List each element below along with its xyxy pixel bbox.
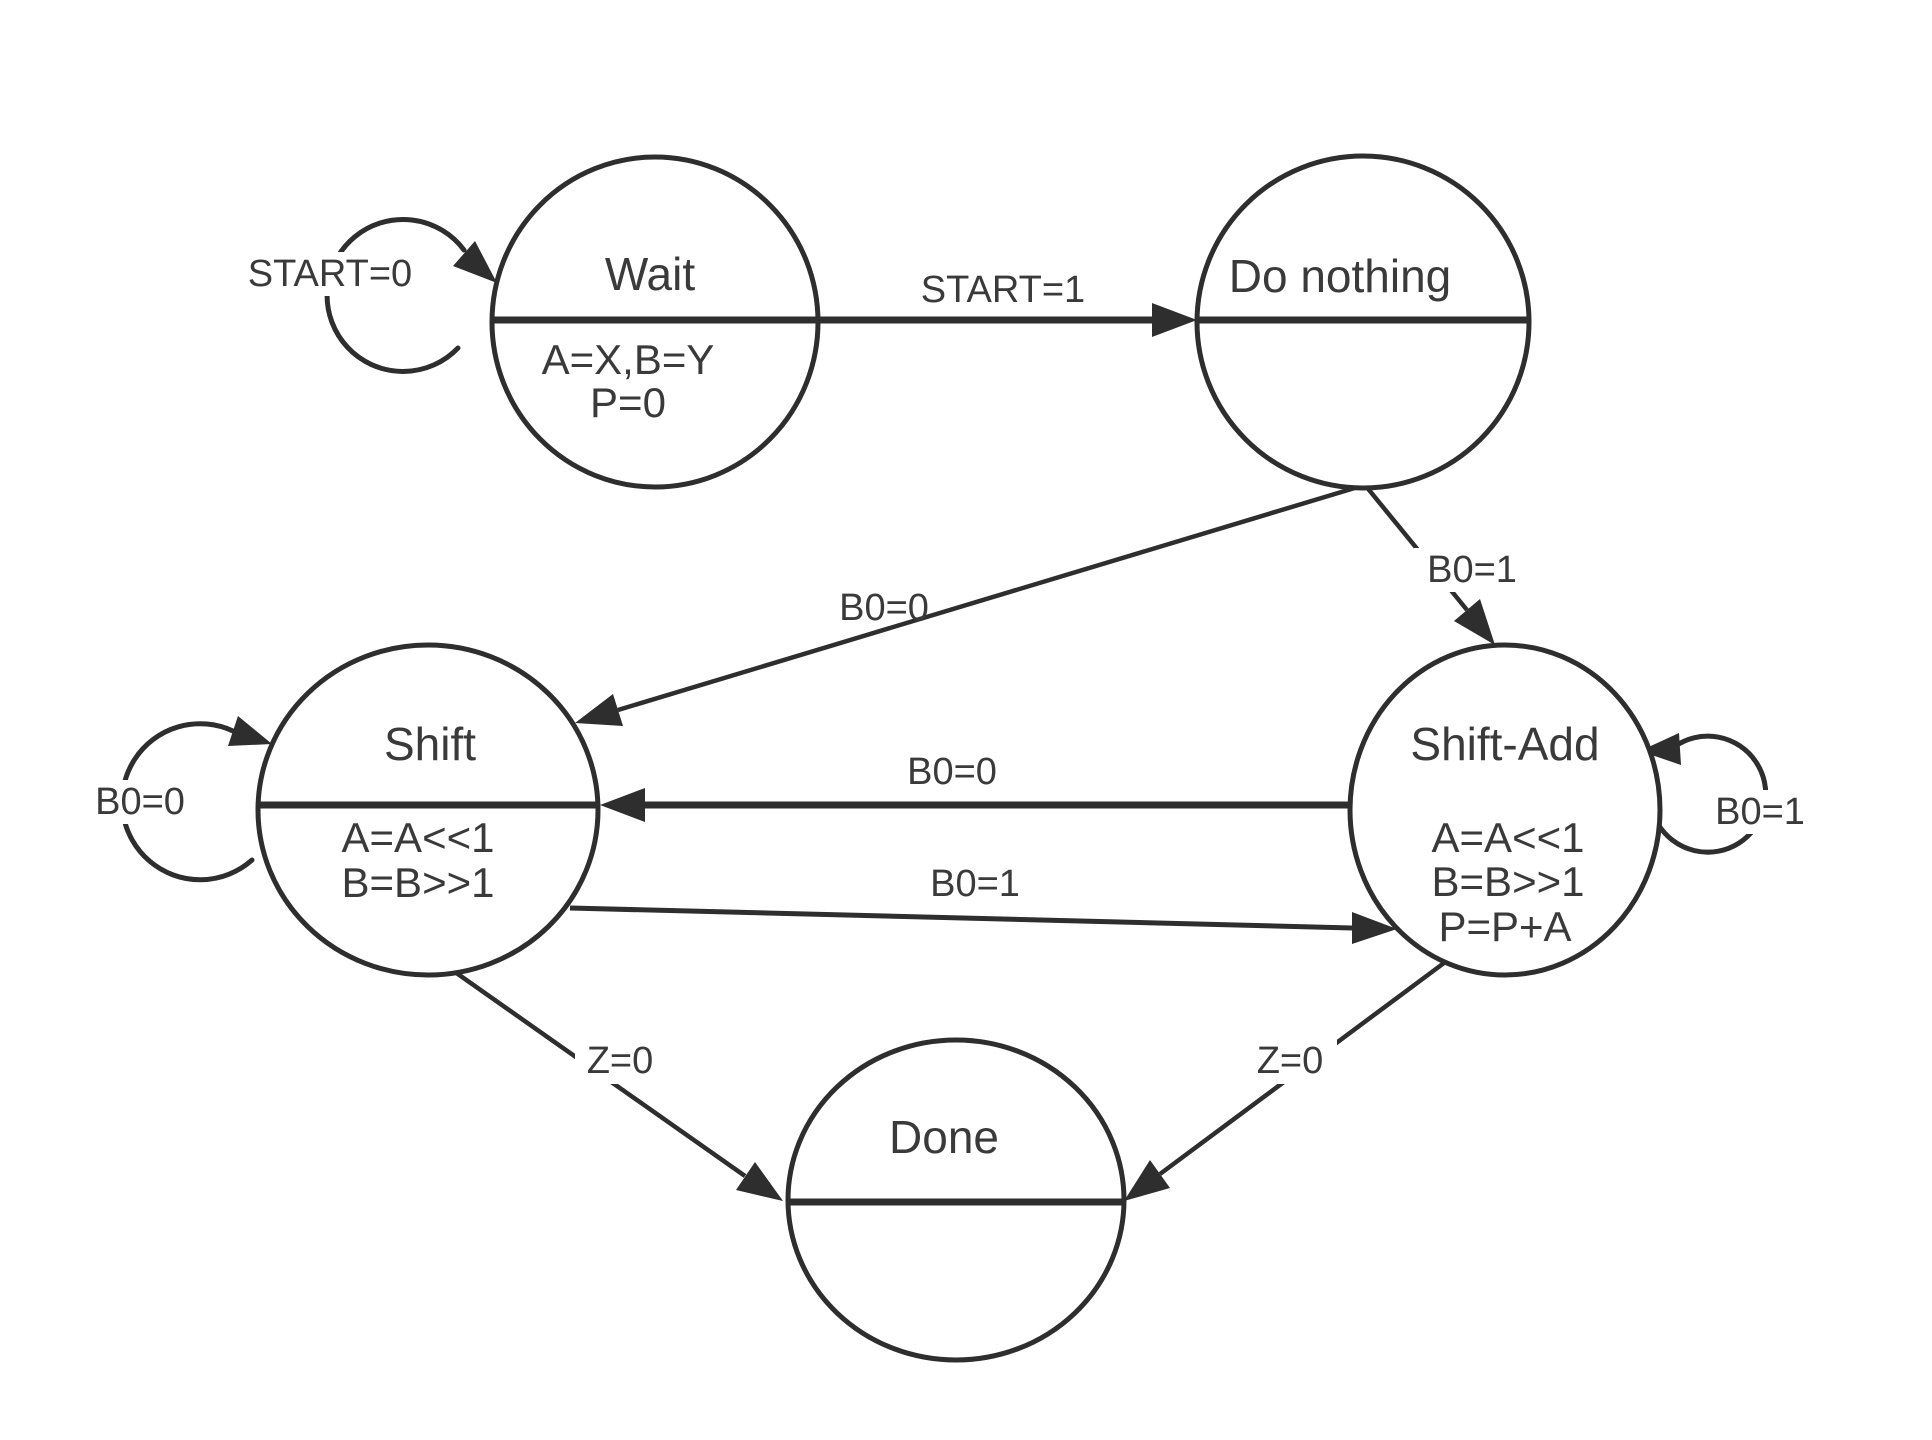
transition-wait-self-arrowhead-icon [453, 241, 497, 283]
state-shift-title: Shift [384, 718, 476, 770]
label-bg [575, 1040, 667, 1084]
state-do-nothing: Do nothing [1194, 153, 1532, 491]
transition-label-start1: START=1 [921, 269, 1085, 311]
transition-label-b0-0-diagonal: B0=0 [839, 587, 929, 629]
transition-shift-self-arrowhead-icon [228, 716, 272, 746]
state-shift-add-action: B=B>>1 [1432, 858, 1585, 905]
label-bg [1245, 1040, 1337, 1084]
transition-label-b0-0-shift-loop: B0=0 [95, 781, 185, 823]
state-shift-add-action: P=P+A [1438, 903, 1571, 950]
transition-label-b0-1-middle: B0=1 [930, 863, 1020, 905]
label-bg [82, 780, 198, 824]
edge-labels: START=0 START=1 B0=0 B0=1 B0=0 B0=0 B0=1… [82, 252, 1818, 1084]
state-shift-add-title: Shift-Add [1410, 718, 1599, 770]
transition-shift-add-to-done-arrowhead-icon [1124, 1160, 1170, 1201]
transition-label-b0-0-middle: B0=0 [907, 751, 997, 793]
state-do-nothing-title: Do nothing [1229, 250, 1452, 302]
state-wait: Wait A=X,B=Y P=0 [489, 154, 821, 490]
transition-label-start0: START=0 [248, 253, 412, 295]
transition-label-z0-left: Z=0 [587, 1040, 654, 1082]
state-shift-circle [255, 642, 601, 978]
state-done: Done [785, 1037, 1127, 1363]
state-wait-title: Wait [605, 248, 696, 300]
transition-shift-add-self-arrowhead-icon [1640, 733, 1681, 765]
state-shift-add: Shift-Add A=A<<1 B=B>>1 P=P+A [1347, 642, 1663, 978]
transition-shift-to-shift-add-line [569, 905, 1353, 931]
state-shift-add-circle [1347, 642, 1663, 978]
label-bg [1702, 790, 1818, 834]
label-bg [236, 252, 424, 296]
transition-shift-to-done-arrowhead-icon [736, 1162, 783, 1201]
transition-label-z0-right: Z=0 [1257, 1040, 1324, 1082]
transition-do-nothing-to-shift-add-arrowhead-icon [1454, 599, 1495, 645]
state-shift-add-action: A=A<<1 [1432, 814, 1585, 861]
transition-label-b0-1-diagonal: B0=1 [1427, 549, 1517, 591]
state-wait-action: P=0 [590, 379, 666, 426]
transition-shift-to-shift-add-arrowhead-icon [1352, 912, 1397, 944]
transition-wait-to-do-nothing-arrowhead-icon [1152, 303, 1197, 337]
state-shift-action: A=A<<1 [342, 814, 495, 861]
state-shift-action: B=B>>1 [342, 859, 495, 906]
label-bg [1414, 548, 1530, 592]
transition-do-nothing-to-shift-line [617, 484, 1359, 713]
transition-shift-add-to-shift-arrowhead-icon [600, 788, 645, 822]
transition-label-b0-1-shift-add-loop: B0=1 [1715, 791, 1805, 833]
state-wait-action: A=X,B=Y [542, 336, 715, 383]
state-shift: Shift A=A<<1 B=B>>1 [255, 642, 601, 978]
state-done-title: Done [889, 1111, 999, 1163]
transition-do-nothing-to-shift-arrowhead-icon [575, 694, 623, 726]
